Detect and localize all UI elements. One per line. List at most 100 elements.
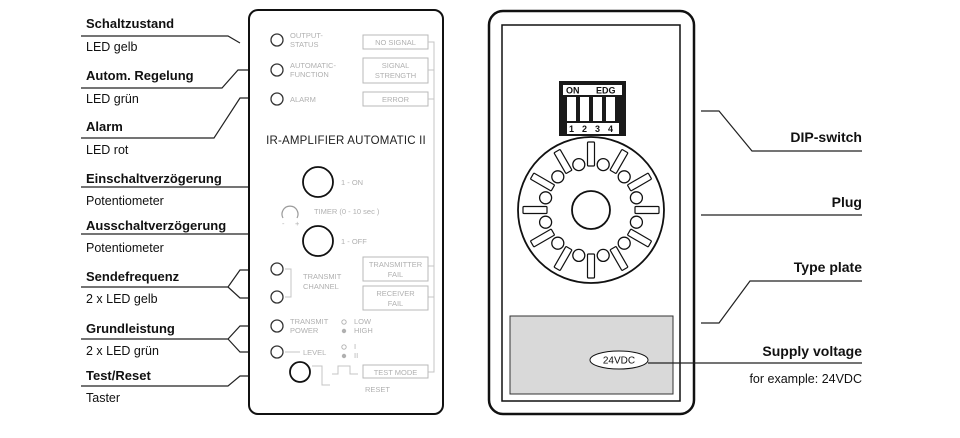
- label-title: Autom. Regelung: [86, 68, 194, 83]
- level-two-indicator-icon: [341, 353, 347, 359]
- error-label: ERROR: [382, 95, 410, 104]
- leader-line: [701, 280, 862, 324]
- leader-line: [701, 110, 862, 152]
- timer-minus: -: [282, 219, 285, 228]
- timer-plus: +: [295, 219, 300, 228]
- status-bracket: [428, 41, 435, 373]
- test-mode-label: TEST MODE: [374, 368, 418, 377]
- level-label: LEVEL: [303, 348, 326, 357]
- label-einschaltverzoegerung: Einschaltverzögerung Potentiometer: [81, 171, 248, 208]
- plug-slot: [609, 149, 629, 174]
- label-supply-voltage: Supply voltage for example: 24VDC: [648, 343, 862, 386]
- dip-number-4: 4: [608, 124, 613, 134]
- label-title: Sendefrequenz: [86, 269, 180, 284]
- leader-line: [227, 286, 248, 299]
- leader-line: [227, 338, 248, 353]
- output-status-led: [270, 33, 284, 47]
- plug-slot: [530, 228, 555, 248]
- transmit-channel-led-1: [270, 262, 284, 276]
- dip-number-1: 1: [569, 124, 574, 134]
- plug-pin-hole: [551, 236, 565, 250]
- plug-slot: [634, 205, 660, 215]
- plug-slot: [522, 205, 548, 215]
- transmit-power-label-2: POWER: [290, 326, 319, 335]
- left-labels: Schaltzustand LED gelb Autom. Regelung L…: [81, 16, 248, 405]
- front-panel: OUTPUT- STATUS AUTOMATIC- FUNCTION ALARM…: [248, 9, 444, 415]
- dip-slot-3[interactable]: [593, 97, 602, 121]
- dip-switch[interactable]: ON EDG 1 2 3 4: [559, 81, 626, 136]
- label-sub: for example: 24VDC: [749, 372, 862, 386]
- plug-slot: [553, 246, 573, 271]
- on-delay-knob[interactable]: [302, 166, 334, 198]
- label-sub: 2 x LED grün: [86, 344, 159, 358]
- plug-slot: [586, 141, 596, 167]
- label-title: DIP-switch: [790, 129, 862, 145]
- plug-pin-hole: [617, 236, 631, 250]
- dip-number-2: 2: [582, 124, 587, 134]
- transmitter-fail-label-2: FAIL: [388, 270, 403, 279]
- plug-pin-hole: [629, 191, 644, 205]
- label-test-reset: Test/Reset Taster: [81, 368, 248, 405]
- label-dip-switch: DIP-switch: [701, 110, 862, 152]
- test-mode-box: [362, 364, 429, 379]
- transmit-power-led: [270, 319, 284, 333]
- off-delay-label: 1 - OFF: [341, 237, 367, 246]
- label-title: Grundleistung: [86, 321, 175, 336]
- label-autom-regelung: Autom. Regelung LED grün: [81, 68, 248, 106]
- timer-dial-icon: [281, 205, 299, 219]
- leader-line: [81, 97, 248, 139]
- reset-pulse-icon: [312, 365, 330, 386]
- label-plug: Plug: [701, 194, 862, 216]
- label-alarm: Alarm LED rot: [81, 97, 248, 157]
- level-led: [270, 345, 284, 359]
- automatic-function-led: [270, 63, 284, 77]
- leader-line: [81, 269, 248, 288]
- output-status-label-1: OUTPUT-: [290, 31, 323, 40]
- transmit-channel-led-2: [270, 290, 284, 304]
- signal-strength-label-1: SIGNAL: [382, 61, 410, 70]
- plug-pin-hole: [538, 215, 553, 229]
- label-title: Alarm: [86, 119, 123, 134]
- label-sub: Potentiometer: [86, 194, 164, 208]
- supply-voltage-badge: [589, 350, 649, 370]
- plug-pin-hole: [538, 191, 553, 205]
- plug-socket: [517, 136, 665, 284]
- plug-pin-hole: [551, 170, 565, 184]
- label-sub: LED gelb: [86, 40, 137, 54]
- plug-slot: [586, 253, 596, 279]
- output-status-label-2: STATUS: [290, 40, 318, 49]
- dip-slot-1[interactable]: [567, 97, 576, 121]
- signal-strength-label-2: STRENGTH: [375, 71, 416, 80]
- right-labels: DIP-switch Plug Type plate Supply voltag…: [648, 110, 862, 386]
- label-type-plate: Type plate: [701, 259, 862, 324]
- receiver-fail-label-2: FAIL: [388, 299, 403, 308]
- plug-slot: [627, 228, 652, 248]
- plug-center-hole: [571, 190, 611, 230]
- automatic-function-label-1: AUTOMATIC-: [290, 61, 336, 70]
- test-reset-button[interactable]: [289, 361, 311, 383]
- test-pulse-icon: [332, 365, 358, 375]
- label-title: Einschaltverzögerung: [86, 171, 222, 186]
- timer-label: TIMER (0 - 10 sec ): [314, 207, 380, 216]
- leader-line: [81, 375, 248, 387]
- back-panel: ON EDG 1 2 3 4 24VDC: [487, 9, 696, 416]
- plug-slot: [530, 172, 555, 192]
- label-sub: LED rot: [86, 143, 129, 157]
- dip-on-label: ON: [566, 86, 580, 96]
- label-sub: LED grün: [86, 92, 139, 106]
- label-title: Ausschaltverzögerung: [86, 218, 226, 233]
- label-sendefrequenz: Sendefrequenz 2 x LED gelb: [81, 269, 248, 306]
- dip-edg-label: EDG: [596, 86, 616, 96]
- transmit-channel-label-2: CHANNEL: [303, 282, 339, 291]
- dip-slot-4[interactable]: [606, 97, 615, 121]
- alarm-label: ALARM: [290, 95, 316, 104]
- label-sub: Taster: [86, 391, 120, 405]
- leader-line: [81, 325, 248, 340]
- off-delay-knob[interactable]: [302, 225, 334, 257]
- transmitter-fail-box: [362, 256, 429, 282]
- automatic-function-label-2: FUNCTION: [290, 70, 329, 79]
- plug-slot: [553, 149, 573, 174]
- transmitter-fail-label-1: TRANSMITTER: [369, 260, 423, 269]
- dip-slot-2[interactable]: [580, 97, 589, 121]
